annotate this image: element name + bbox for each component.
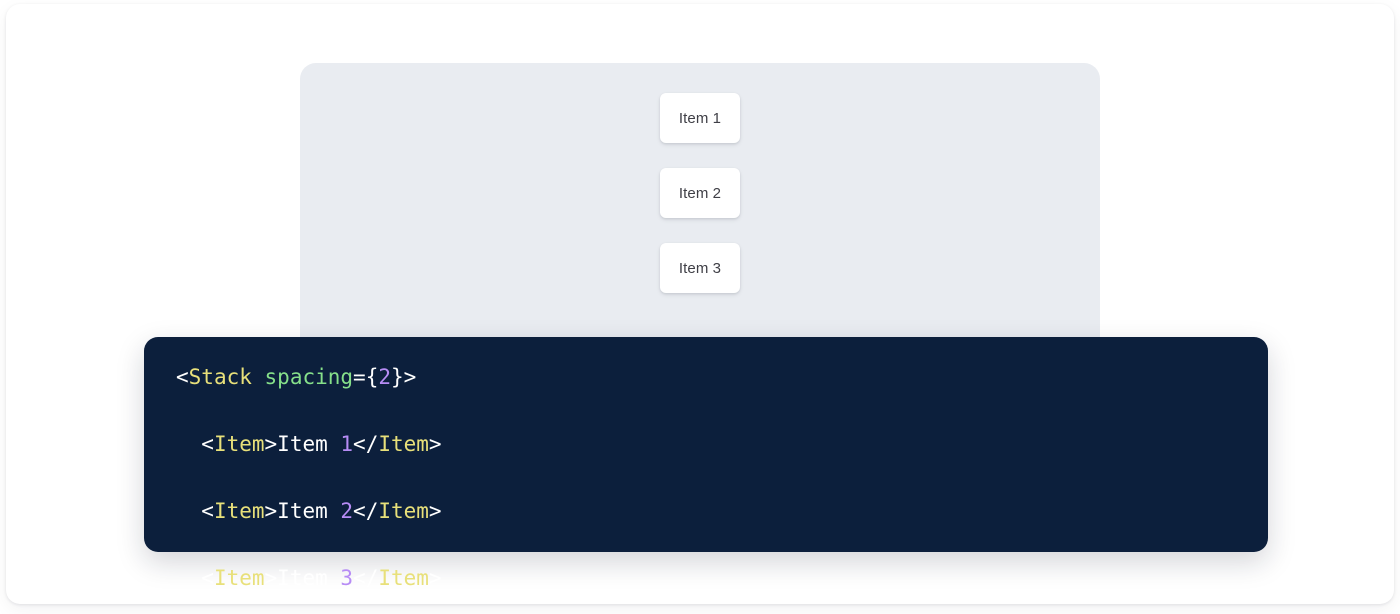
code-token-punct: } xyxy=(391,365,404,389)
code-token-punct: < xyxy=(176,566,214,590)
code-token-tag: Item xyxy=(378,499,429,523)
code-token-tag: Item xyxy=(378,566,429,590)
code-token-punct: > xyxy=(264,432,278,456)
code-token-num: 1 xyxy=(340,432,354,456)
code-token-num: 3 xyxy=(340,566,354,590)
code-token-punct xyxy=(252,365,265,389)
code-token-punct: { xyxy=(365,365,379,389)
code-token-tag: Item xyxy=(213,566,265,590)
stack-container: Item 1 Item 2 Item 3 xyxy=(300,63,1100,293)
stack-item[interactable]: Item 1 xyxy=(660,93,740,143)
code-token-punct: > xyxy=(428,566,442,590)
code-line: <Item>Item 2</Item> xyxy=(176,495,1236,529)
code-token-punct: = xyxy=(353,365,366,389)
code-token-punct: < xyxy=(176,499,214,523)
code-token-punct: </ xyxy=(353,432,379,456)
code-token-punct: </ xyxy=(353,499,379,523)
code-token-punct: > xyxy=(264,566,278,590)
code-token-punct: > xyxy=(428,499,442,523)
stack-item[interactable]: Item 3 xyxy=(660,243,740,293)
code-token-text: Item xyxy=(277,432,341,456)
code-token-tag: Item xyxy=(213,499,265,523)
code-line: <Stack spacing={2}> xyxy=(176,361,1236,395)
code-token-text: Item xyxy=(277,566,341,590)
code-token-text: Item xyxy=(277,499,341,523)
stack-item-label: Item 3 xyxy=(678,259,722,277)
code-line: <Item>Item 1</Item> xyxy=(176,428,1236,462)
code-token-punct: > xyxy=(264,499,278,523)
code-token-punct: < xyxy=(176,365,189,389)
code-token-attr: spacing xyxy=(264,365,354,389)
code-token-num: 2 xyxy=(378,365,392,389)
code-token-num: 2 xyxy=(340,499,354,523)
code-token-tag: Stack xyxy=(188,365,252,389)
code-token-punct: > xyxy=(403,365,417,389)
code-token-punct: < xyxy=(176,432,214,456)
code-line: <Item>Item 3</Item> xyxy=(176,562,1236,596)
code-snippet-card: <Stack spacing={2}> <Item>Item 1</Item> … xyxy=(144,337,1268,590)
code-block[interactable]: <Stack spacing={2}> <Item>Item 1</Item> … xyxy=(176,361,1236,604)
stack-item[interactable]: Item 2 xyxy=(660,168,740,218)
code-token-tag: Item xyxy=(213,432,265,456)
stack-item-label: Item 1 xyxy=(678,109,722,127)
stack-item-label: Item 2 xyxy=(678,184,722,202)
code-token-punct: </ xyxy=(353,566,379,590)
code-token-tag: Item xyxy=(378,432,429,456)
code-token-punct: > xyxy=(428,432,442,456)
